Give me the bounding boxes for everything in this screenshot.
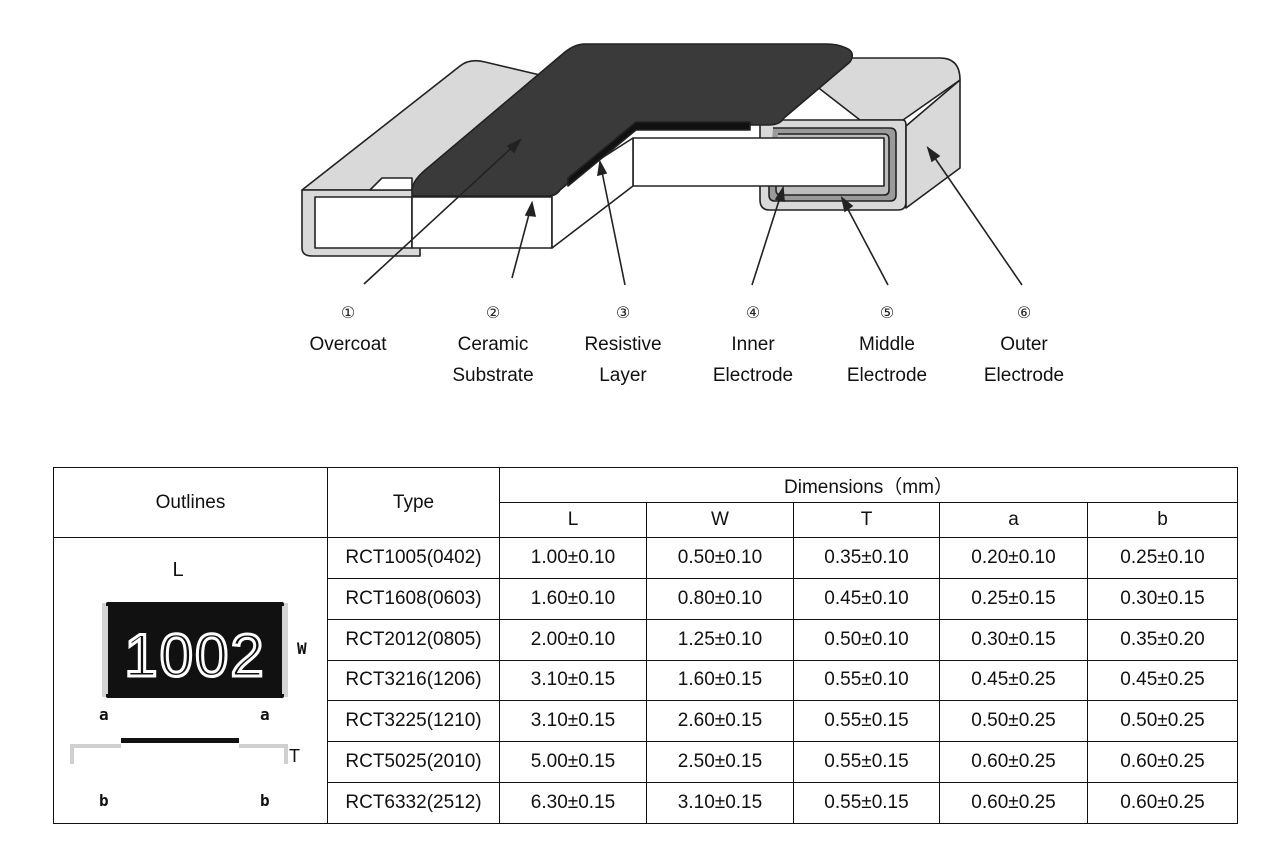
header-dimensions: Dimensions（mm） xyxy=(499,467,1238,503)
label-overcoat: ① Overcoat xyxy=(309,303,387,355)
cell-W: 1.25±0.10 xyxy=(646,618,794,661)
cell-a: 0.45±0.25 xyxy=(939,659,1088,702)
cell-W: 0.80±0.10 xyxy=(646,577,794,620)
outline-overcoat xyxy=(106,602,284,698)
outline-label-b-right: b xyxy=(260,791,270,810)
cell-L: 3.10±0.15 xyxy=(499,700,647,743)
cell-a: 0.60±0.25 xyxy=(939,782,1088,824)
cell-type: RCT1608(0603) xyxy=(327,577,500,620)
cell-type: RCT2012(0805) xyxy=(327,618,500,661)
cell-W: 2.60±0.15 xyxy=(646,700,794,743)
label-outer-electrode: ⑥ Outer Electrode xyxy=(984,303,1064,386)
table-row: RCT6332(2512) 6.30±0.15 3.10±0.15 0.55±0… xyxy=(54,782,1238,824)
cell-b: 0.25±0.10 xyxy=(1087,537,1238,579)
header-col-b: b xyxy=(1087,502,1238,538)
outline-label-a-left: a xyxy=(99,705,109,724)
part-name-line: Substrate xyxy=(452,365,533,386)
cell-T: 0.55±0.15 xyxy=(793,700,940,743)
cell-b: 0.30±0.15 xyxy=(1087,577,1238,620)
part-name-line: Middle xyxy=(859,334,915,355)
cell-b: 0.35±0.20 xyxy=(1087,618,1238,661)
cell-type: RCT6332(2512) xyxy=(327,782,500,824)
part-num: ① xyxy=(341,303,355,322)
cell-a: 0.30±0.15 xyxy=(939,618,1088,661)
resistive-layer-shape xyxy=(567,121,751,187)
outline-label-L: L xyxy=(172,559,183,581)
label-inner-electrode: ④ Inner Electrode xyxy=(713,303,793,386)
cell-W: 3.10±0.15 xyxy=(646,782,794,824)
outline-label-a-right: a xyxy=(260,705,270,724)
part-name-line: Electrode xyxy=(984,365,1064,386)
cell-L: 1.00±0.10 xyxy=(499,537,647,579)
part-name-line: Electrode xyxy=(847,365,927,386)
part-name-line: Resistive xyxy=(584,334,661,355)
part-num: ④ xyxy=(746,303,760,322)
cell-W: 0.50±0.10 xyxy=(646,537,794,579)
cell-T: 0.55±0.15 xyxy=(793,741,940,784)
table-row: RCT1608(0603) 1.60±0.10 0.80±0.10 0.45±0… xyxy=(54,577,1238,620)
ceramic-substrate-cut xyxy=(632,137,885,187)
left-electrode-top xyxy=(301,59,541,191)
part-name-line: Overcoat xyxy=(309,334,387,355)
cell-L: 2.00±0.10 xyxy=(499,618,647,661)
header-type: Type xyxy=(327,467,500,538)
cell-a: 0.20±0.10 xyxy=(939,537,1088,579)
cell-type: RCT3225(1210) xyxy=(327,700,500,743)
resistor-cutaway-diagram: ① Overcoat ② Ceramic Substrate ③ Resisti… xyxy=(301,43,1064,386)
cell-L: 5.00±0.15 xyxy=(499,741,647,784)
cell-T: 0.55±0.10 xyxy=(793,659,940,702)
cell-W: 2.50±0.15 xyxy=(646,741,794,784)
outline-side-overcoat xyxy=(121,738,239,743)
cell-L: 3.10±0.15 xyxy=(499,659,647,702)
cell-a: 0.25±0.15 xyxy=(939,577,1088,620)
cell-T: 0.55±0.15 xyxy=(793,782,940,824)
part-num: ⑥ xyxy=(1017,303,1031,322)
header-col-T: T xyxy=(793,502,940,538)
part-num: ② xyxy=(486,303,500,322)
part-name-line: Ceramic xyxy=(458,334,529,355)
outline-drawing: L 1002 W a a T b b xyxy=(70,559,307,810)
header-col-a: a xyxy=(939,502,1088,538)
part-name-line: Layer xyxy=(599,365,647,386)
cell-type: RCT1005(0402) xyxy=(327,537,500,579)
outline-marking-code: 1002 xyxy=(124,622,265,689)
table-row: RCT5025(2010) 5.00±0.15 2.50±0.15 0.55±0… xyxy=(54,741,1238,784)
label-middle-electrode: ⑤ Middle Electrode xyxy=(847,303,927,386)
cell-type: RCT3216(1206) xyxy=(327,659,500,702)
table-row: RCT2012(0805) 2.00±0.10 1.25±0.10 0.50±0… xyxy=(54,618,1238,661)
cell-b: 0.60±0.25 xyxy=(1087,782,1238,824)
outline-label-W: W xyxy=(297,639,307,658)
cell-L: 6.30±0.15 xyxy=(499,782,647,824)
part-name-line: Inner xyxy=(731,334,775,355)
part-num: ⑤ xyxy=(880,303,894,322)
outline-label-b-left: b xyxy=(99,791,109,810)
cell-W: 1.60±0.15 xyxy=(646,659,794,702)
part-name-line: Electrode xyxy=(713,365,793,386)
cell-L: 1.60±0.10 xyxy=(499,577,647,620)
label-ceramic-substrate: ② Ceramic Substrate xyxy=(452,303,533,386)
outline-label-T: T xyxy=(289,746,300,766)
header-col-L: L xyxy=(499,502,647,538)
cell-a: 0.60±0.25 xyxy=(939,741,1088,784)
outline-drawing-cell: L 1002 W a a T b b xyxy=(53,537,328,824)
header-outlines: Outlines xyxy=(53,467,328,538)
cell-b: 0.50±0.25 xyxy=(1087,700,1238,743)
cell-b: 0.45±0.25 xyxy=(1087,659,1238,702)
header-col-W: W xyxy=(646,502,794,538)
cell-T: 0.50±0.10 xyxy=(793,618,940,661)
left-substrate-front xyxy=(314,196,413,249)
dimensions-table: Outlines Type Dimensions（mm） L W T a b L… xyxy=(53,467,1238,824)
cell-T: 0.45±0.10 xyxy=(793,577,940,620)
table-row: RCT3225(1210) 3.10±0.15 2.60±0.15 0.55±0… xyxy=(54,700,1238,743)
cell-type: RCT5025(2010) xyxy=(327,741,500,784)
cell-b: 0.60±0.25 xyxy=(1087,741,1238,784)
cell-a: 0.50±0.25 xyxy=(939,700,1088,743)
part-name-line: Outer xyxy=(1000,334,1048,355)
part-num: ③ xyxy=(616,303,630,322)
table-row: L 1002 W a a T b b R xyxy=(53,537,1238,824)
cell-T: 0.35±0.10 xyxy=(793,537,940,579)
label-resistive-layer: ③ Resistive Layer xyxy=(584,303,661,386)
